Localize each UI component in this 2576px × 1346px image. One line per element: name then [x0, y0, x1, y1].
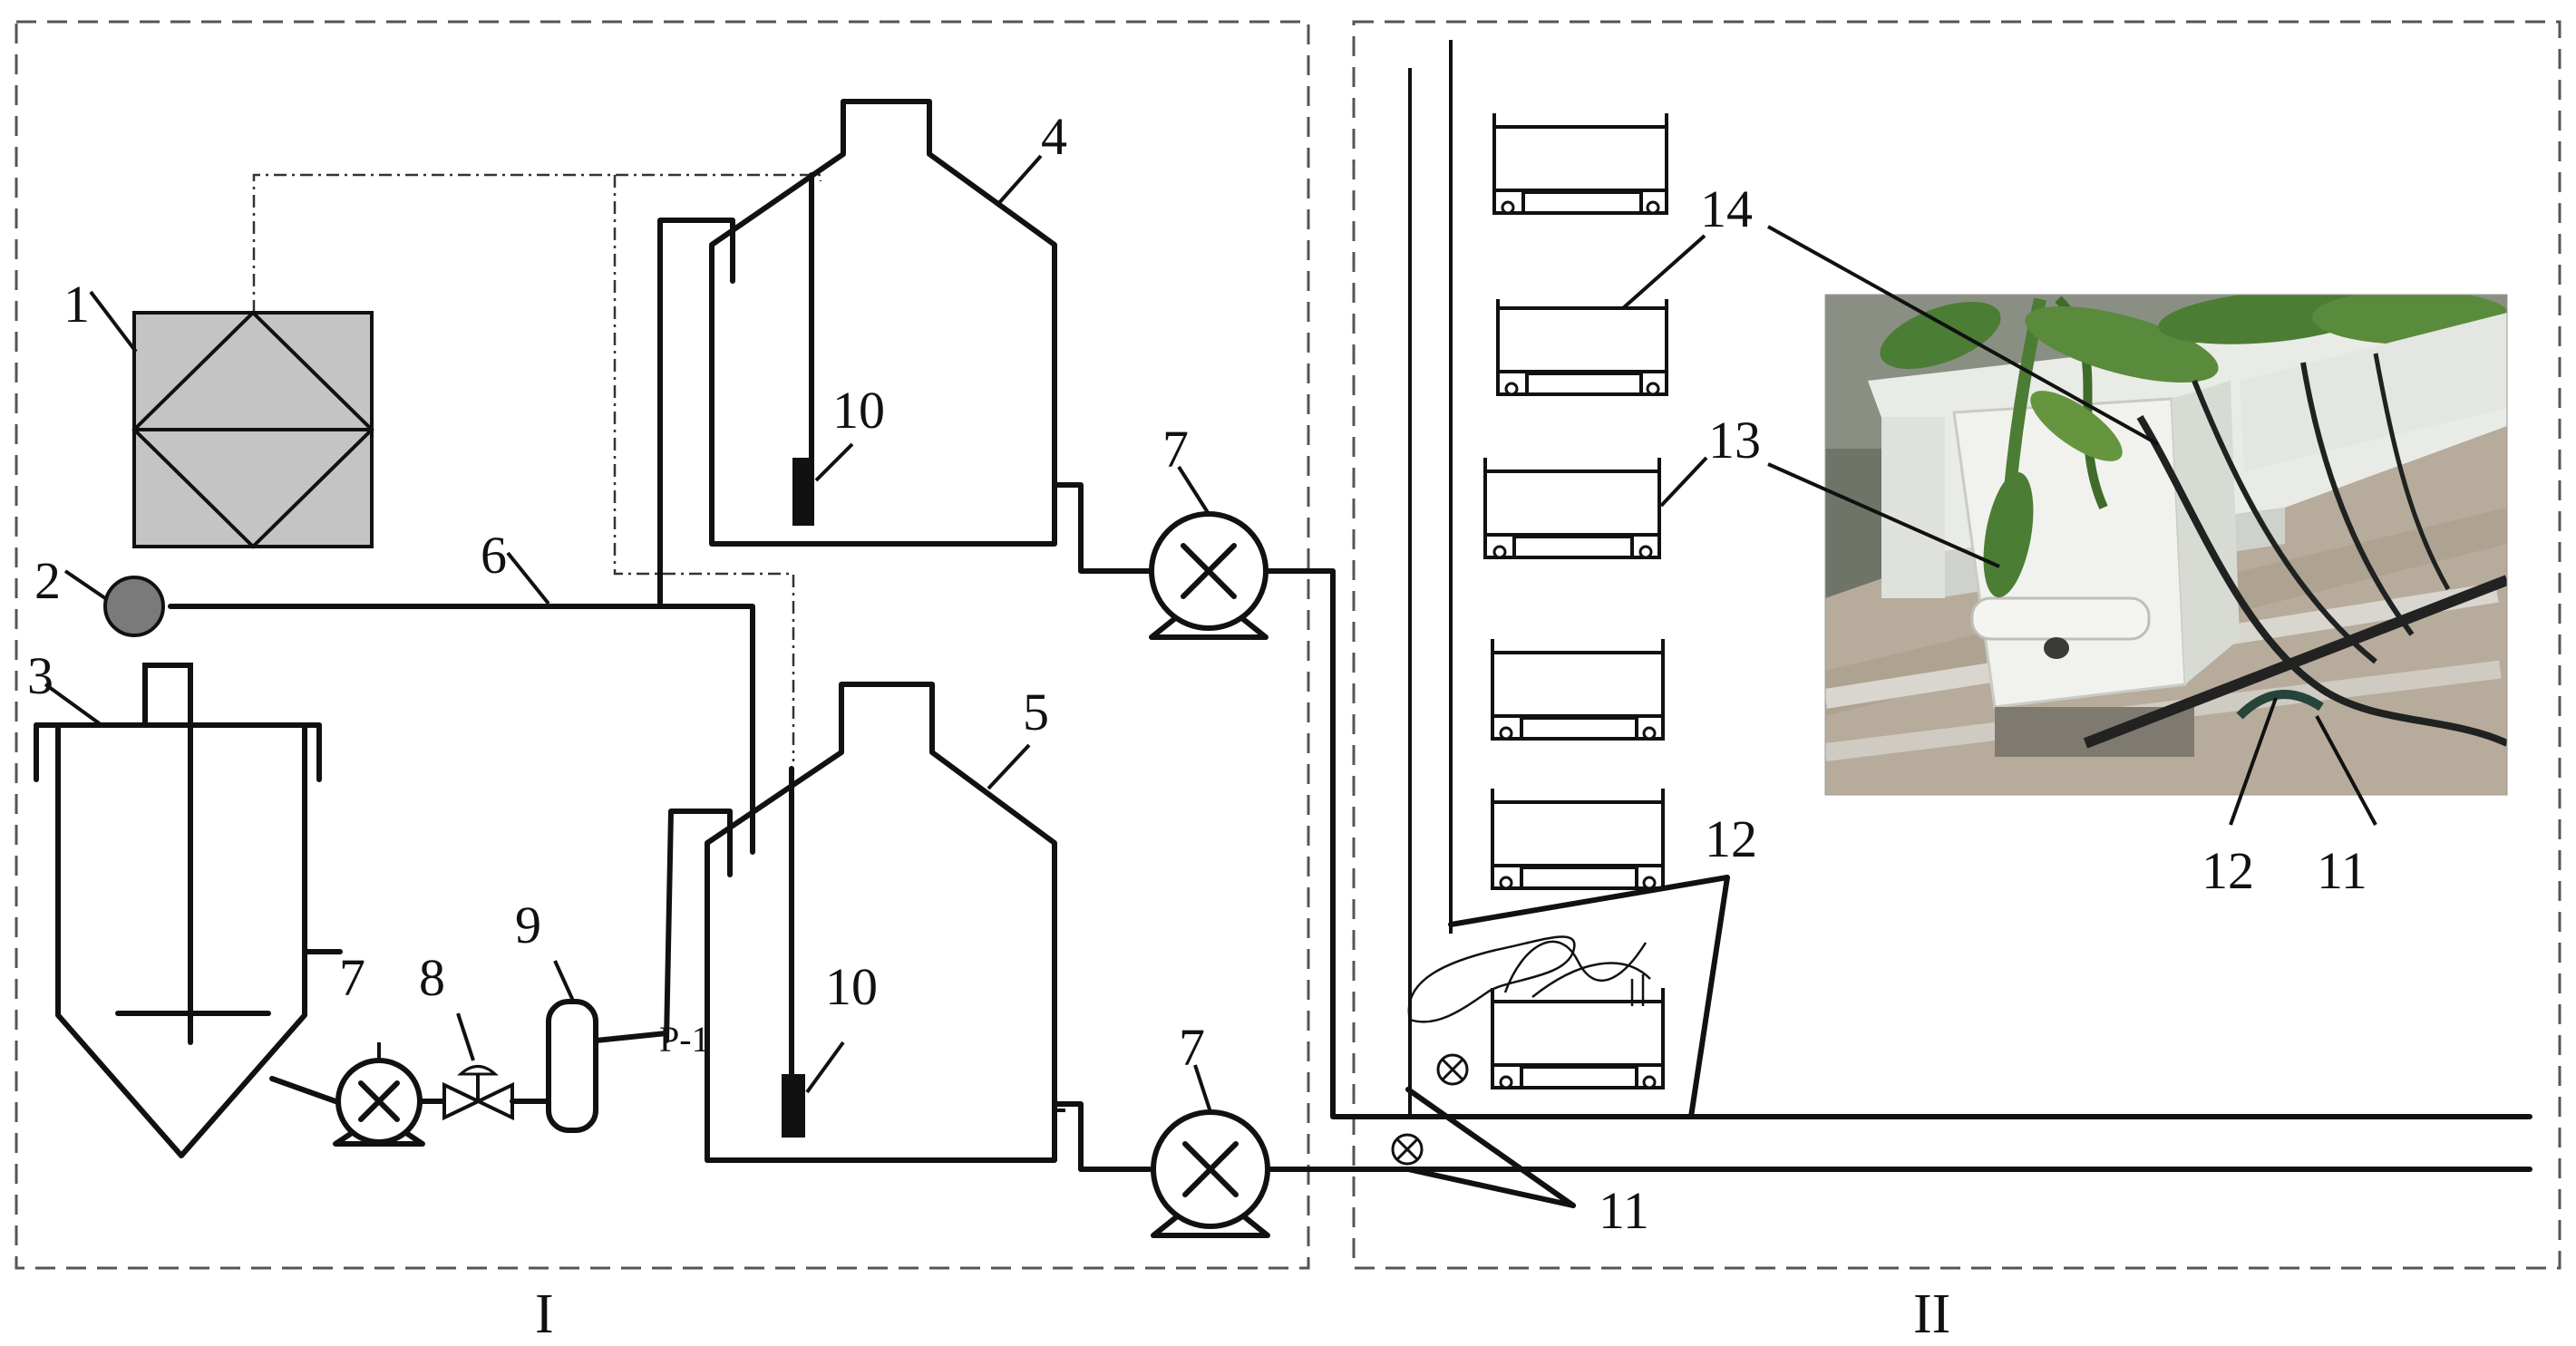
trough-3 — [1483, 458, 1661, 559]
mixing-tank — [34, 663, 322, 1158]
dripper-callout — [1448, 875, 1730, 1119]
label-10-lower: 10 — [825, 957, 878, 1016]
label-3: 3 — [27, 646, 53, 705]
pipe-tag: P-1 — [659, 1019, 710, 1060]
label-7-feed: 7 — [339, 948, 365, 1007]
label-14: 14 — [1700, 179, 1753, 238]
sensor-probe-lower — [782, 1074, 805, 1138]
label-7-upper: 7 — [1162, 420, 1189, 479]
controller-box — [131, 310, 374, 549]
emitter-valve-lower — [1391, 1133, 1424, 1166]
label-12-photo: 12 — [2202, 841, 2254, 900]
trough-2 — [1496, 299, 1668, 396]
dripper-sketch — [1407, 935, 1651, 1023]
sensor-ball — [103, 576, 165, 637]
section-label-1: I — [535, 1283, 554, 1345]
upper-pump — [1149, 511, 1269, 640]
label-10-upper: 10 — [832, 381, 885, 440]
callout-13-leader-b — [1767, 462, 2000, 568]
trough-1 — [1492, 113, 1668, 215]
filter-canister — [546, 999, 598, 1133]
emitter-valve-upper — [1436, 1053, 1469, 1086]
label-6: 6 — [481, 526, 507, 585]
label-4: 4 — [1041, 107, 1067, 166]
trough-4 — [1491, 639, 1665, 741]
label-9: 9 — [515, 896, 541, 954]
label-2: 2 — [34, 551, 61, 610]
section-label-2: II — [1913, 1283, 1950, 1345]
upper-tank — [657, 99, 1152, 605]
label-11: 11 — [1599, 1181, 1649, 1240]
lower-pump — [1151, 1109, 1270, 1238]
label-7-lower: 7 — [1179, 1018, 1205, 1077]
section-frame-1 — [15, 20, 1310, 1270]
signal-line-sensors — [613, 175, 795, 761]
label-12: 12 — [1705, 809, 1757, 868]
trough-column — [1483, 113, 1668, 1089]
feed-pump — [333, 1058, 425, 1147]
label-1: 1 — [63, 275, 90, 334]
label-11-photo: 11 — [2317, 841, 2367, 900]
hydroponic-trough-photo — [1824, 294, 2508, 796]
trough-5 — [1491, 789, 1665, 890]
section-frame-2 — [1352, 20, 2561, 1270]
supply-line — [168, 604, 755, 855]
signal-line-controller — [252, 173, 822, 313]
callout-13-leader-a — [1659, 456, 1708, 508]
callout-12-leader — [2229, 697, 2278, 826]
label-8: 8 — [419, 948, 445, 1007]
trough-6 — [1491, 988, 1665, 1089]
label-5: 5 — [1023, 683, 1049, 741]
label-13: 13 — [1708, 411, 1761, 470]
lower-tank — [664, 682, 1152, 1172]
callout-14-leader-a — [1621, 234, 1706, 310]
callout-11-leader — [2315, 715, 2377, 826]
control-valve — [442, 1065, 514, 1121]
sensor-probe-upper — [792, 458, 814, 526]
callout-14-leader-b — [1767, 225, 2159, 446]
upper-supply-line — [1263, 568, 2532, 1119]
